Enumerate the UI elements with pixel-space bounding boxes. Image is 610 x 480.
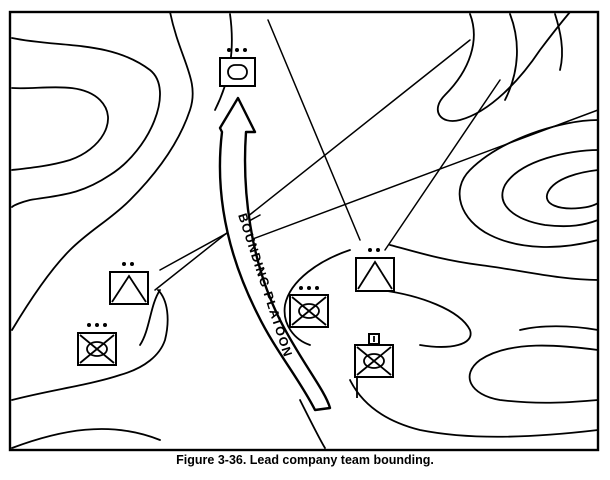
contour-line	[139, 289, 161, 346]
contour-line	[468, 344, 599, 404]
contour-line	[458, 119, 599, 248]
unit-company-hq	[354, 333, 394, 398]
contour-line	[389, 244, 599, 281]
figure-caption: Figure 3-36. Lead company team bounding.	[176, 453, 434, 467]
contour-line	[349, 379, 599, 438]
map-frame	[8, 10, 600, 452]
unit-lead-armor	[219, 48, 256, 87]
contour-line	[554, 13, 563, 71]
unit-overwatch-mech-left	[77, 323, 117, 366]
contour-line	[519, 325, 599, 331]
sight-line	[154, 39, 471, 291]
contour-line	[283, 249, 351, 346]
contour-line	[11, 428, 161, 449]
unit-overwatch-infantry-right	[355, 248, 395, 292]
contour-line	[545, 169, 599, 210]
sight-line	[384, 79, 501, 251]
contour-line	[501, 149, 599, 228]
sight-line	[249, 109, 599, 241]
contour-line	[299, 399, 326, 449]
contour-line	[11, 86, 109, 171]
unit-overwatch-mech-right	[289, 286, 329, 328]
contour-line	[11, 11, 194, 331]
bounding-arrow: BOUNDING PLATOON	[218, 96, 332, 412]
contour-line	[436, 11, 571, 122]
terrain-contours	[11, 11, 599, 449]
contour-line	[379, 289, 472, 348]
contour-line	[504, 13, 518, 101]
contour-line	[11, 37, 161, 208]
unit-overwatch-infantry-left	[109, 262, 149, 305]
contour-line	[11, 289, 169, 401]
sight-line	[267, 19, 361, 241]
